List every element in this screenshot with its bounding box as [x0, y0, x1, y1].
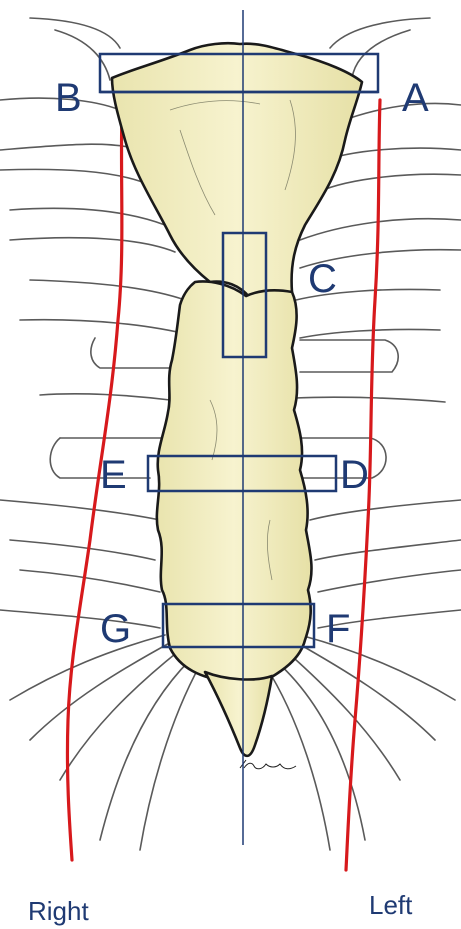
- rib-line: [0, 144, 140, 150]
- region-label-c: C: [308, 257, 337, 301]
- rib-line: [300, 329, 440, 338]
- rib-line: [10, 208, 165, 225]
- rib-line: [300, 219, 461, 240]
- xiphoid-process: [205, 672, 272, 756]
- rib-line: [10, 540, 155, 560]
- rib-line: [0, 169, 150, 185]
- rib-line: [310, 500, 461, 520]
- side-label-left: Left: [369, 890, 412, 921]
- rib-line: [330, 18, 430, 48]
- rib-line: [20, 320, 190, 335]
- region-label-b: B: [55, 76, 82, 120]
- rib-line: [100, 660, 190, 840]
- side-label-right: Right: [28, 896, 89, 927]
- region-label-a: A: [402, 76, 429, 120]
- rib-line: [60, 650, 180, 780]
- rib-line: [40, 394, 170, 400]
- region-label-f: F: [326, 607, 350, 651]
- rib-line: [10, 635, 165, 700]
- rib-line: [0, 500, 160, 520]
- rib-line: [20, 570, 160, 592]
- rib-line: [315, 540, 461, 560]
- rib-line: [300, 340, 398, 372]
- artist-signature: [240, 760, 296, 769]
- rib-line: [91, 338, 180, 368]
- rib-line: [30, 18, 120, 48]
- region-label-e: E: [100, 453, 127, 497]
- rib-line: [265, 665, 330, 850]
- region-label-d: D: [340, 453, 369, 497]
- sternum-body: [157, 282, 312, 682]
- rib-line: [30, 280, 185, 300]
- rib-line: [10, 238, 175, 252]
- rib-line: [318, 570, 461, 592]
- rib-line: [140, 665, 200, 850]
- rib-line: [318, 174, 461, 192]
- rib-line: [300, 635, 455, 700]
- region-label-g: G: [100, 607, 131, 651]
